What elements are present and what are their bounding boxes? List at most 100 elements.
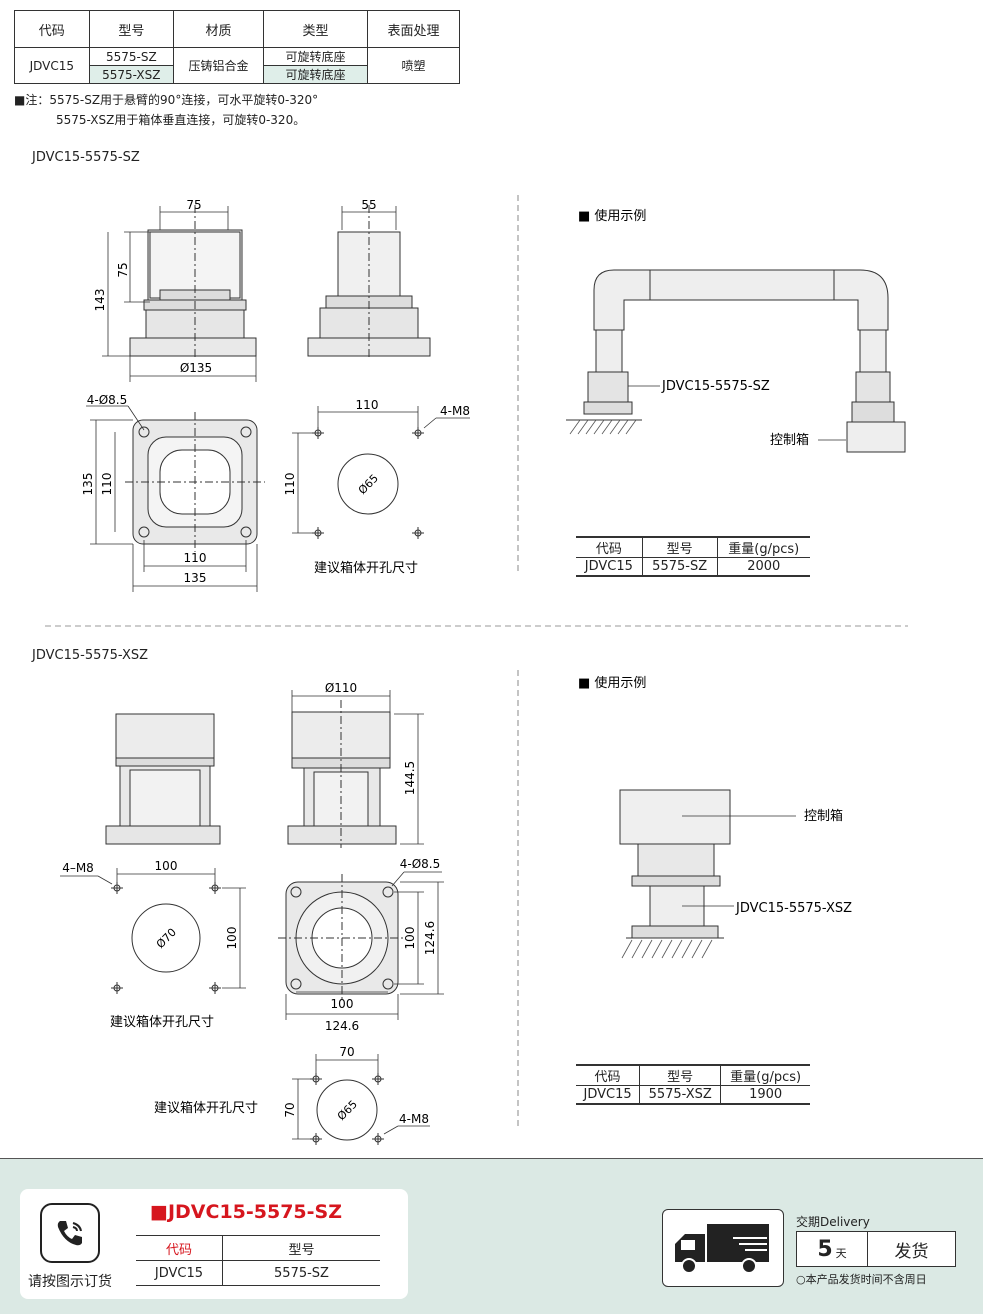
usage-illustration-xsz [619, 789, 731, 939]
weight-header: 重量(g/pcs) [717, 536, 810, 558]
side-view-xsz [287, 700, 397, 848]
spec-model: 5575-XSZ [88, 65, 175, 84]
cutout-xsz-1 [111, 882, 221, 994]
cutout-caption: 建议箱体开孔尺寸 [314, 560, 418, 576]
spec-code: JDVC15 [14, 47, 90, 84]
dim-label: Ø65 [356, 472, 381, 497]
truck-icon [662, 1209, 784, 1287]
front-view-xsz [105, 713, 221, 845]
order-label: 请按图示订货 [28, 1274, 112, 1290]
weight-cell: 5575-XSZ [639, 1085, 722, 1105]
phone-icon [40, 1203, 100, 1263]
dim-label: 124.6 [423, 921, 437, 955]
cutout-xsz-2 [310, 1073, 384, 1145]
front-view-sz [129, 205, 257, 360]
dim-label: 110 [283, 473, 297, 496]
top-view-sz [125, 412, 265, 552]
section1-title: JDVC15-5575-SZ [32, 150, 140, 165]
weight-header: 代码 [576, 1064, 641, 1086]
usage-title: ■ 使用示例 [578, 208, 646, 224]
spec-header-model: 型号 [88, 10, 175, 48]
spec-material: 压铸铝合金 [173, 47, 265, 84]
weight-cell: JDVC15 [576, 1085, 641, 1105]
dim-label: 70 [339, 1045, 354, 1059]
dim-label: 135 [81, 473, 95, 496]
top-view-xsz [278, 874, 406, 1002]
weight-header: 型号 [639, 1064, 722, 1086]
weight-cell: 2000 [717, 557, 810, 577]
dim-label: 4-Ø8.5 [87, 393, 128, 407]
dim-label: Ø70 [154, 926, 179, 951]
usage-title: ■ 使用示例 [578, 675, 646, 691]
spec-surface: 喷塑 [366, 47, 461, 84]
delivery-box: 5 天 发货 [796, 1231, 956, 1267]
weight-cell: JDVC15 [576, 557, 643, 577]
dim-label: 4-M8 [399, 1112, 429, 1126]
order-header-model: 型号 [222, 1235, 380, 1261]
usage-label-part: JDVC15-5575-SZ [661, 379, 770, 394]
dim-label: Ø110 [325, 681, 357, 695]
dim-label: Ø135 [180, 361, 212, 375]
usage-label-part: JDVC15-5575-XSZ [735, 901, 852, 916]
ground-hatch [621, 939, 713, 959]
delivery-note: ○本产品发货时间不含周日 [796, 1273, 927, 1286]
note-line-2: 5575-XSZ用于箱体垂直连接，可旋转0-320。 [56, 113, 306, 127]
delivery-days: 5 天 [797, 1232, 868, 1266]
bolt-hole [312, 527, 324, 539]
delivery-days-unit: 天 [835, 1247, 847, 1260]
weight-cell: 5575-SZ [642, 557, 718, 577]
section2-title: JDVC15-5575-XSZ [32, 648, 149, 663]
dim-label: 70 [283, 1102, 297, 1117]
dim-label: 110 [184, 551, 207, 565]
spec-type: 可旋转底座 [263, 65, 368, 84]
dim-label: 110 [356, 398, 379, 412]
usage-label-box: 控制箱 [804, 808, 843, 824]
spec-type: 可旋转底座 [263, 47, 368, 66]
bolt-hole [111, 982, 123, 994]
bolt-hole [372, 1133, 384, 1145]
note-line-1: ■注：5575-SZ用于悬臂的90°连接，可水平旋转0-320° [14, 93, 319, 107]
ground-hatch [569, 419, 637, 435]
dim-label: 135 [184, 571, 207, 585]
order-cell-code: JDVC15 [136, 1260, 223, 1286]
weight-header: 重量(g/pcs) [720, 1064, 810, 1086]
dim-label: 100 [403, 927, 417, 950]
order-title: ■JDVC15-5575-SZ [150, 1201, 342, 1223]
drawing-canvas: 75 75 143 Ø135 55 4-Ø8.5 135 110 110 135 [45, 195, 908, 1145]
order-header-code: 代码 [136, 1235, 223, 1261]
weight-cell: 1900 [720, 1085, 810, 1105]
usage-label-box: 控制箱 [770, 432, 809, 448]
dim-label: 75 [186, 198, 201, 212]
dim-label: 143 [93, 289, 107, 312]
bolt-hole [412, 427, 424, 439]
dim-label: 100 [331, 997, 354, 1011]
dim-label: 4–M8 [62, 861, 94, 875]
spec-header-code: 代码 [14, 10, 90, 48]
spec-header-type: 类型 [263, 10, 368, 48]
dim-label: Ø65 [335, 1098, 360, 1123]
delivery-days-num: 5 [817, 1236, 833, 1262]
weight-header: 型号 [642, 536, 718, 558]
order-cell-model: 5575-SZ [222, 1260, 380, 1286]
weight-header: 代码 [576, 536, 643, 558]
dim-label: 124.6 [325, 1019, 359, 1033]
cutout-sz [312, 427, 424, 539]
dim-label: 144.5 [403, 761, 417, 795]
dim-label: 4-M8 [440, 404, 470, 418]
cutout-caption: 建议箱体开孔尺寸 [110, 1014, 214, 1030]
spec-table: 代码 型号 材质 类型 表面处理 JDVC15 5575-SZ 压铸铝合金 可旋… [14, 10, 461, 84]
dim-label: 110 [100, 473, 114, 496]
front-view-sz-dims [102, 206, 257, 382]
dim-label: 55 [361, 198, 376, 212]
cutout-caption: 建议箱体开孔尺寸 [154, 1100, 258, 1116]
dim-label: 100 [225, 927, 239, 950]
bolt-hole [412, 527, 424, 539]
dim-label: 100 [155, 859, 178, 873]
usage-illustration-sz [566, 269, 906, 453]
dim-label: 4-Ø8.5 [400, 857, 441, 871]
